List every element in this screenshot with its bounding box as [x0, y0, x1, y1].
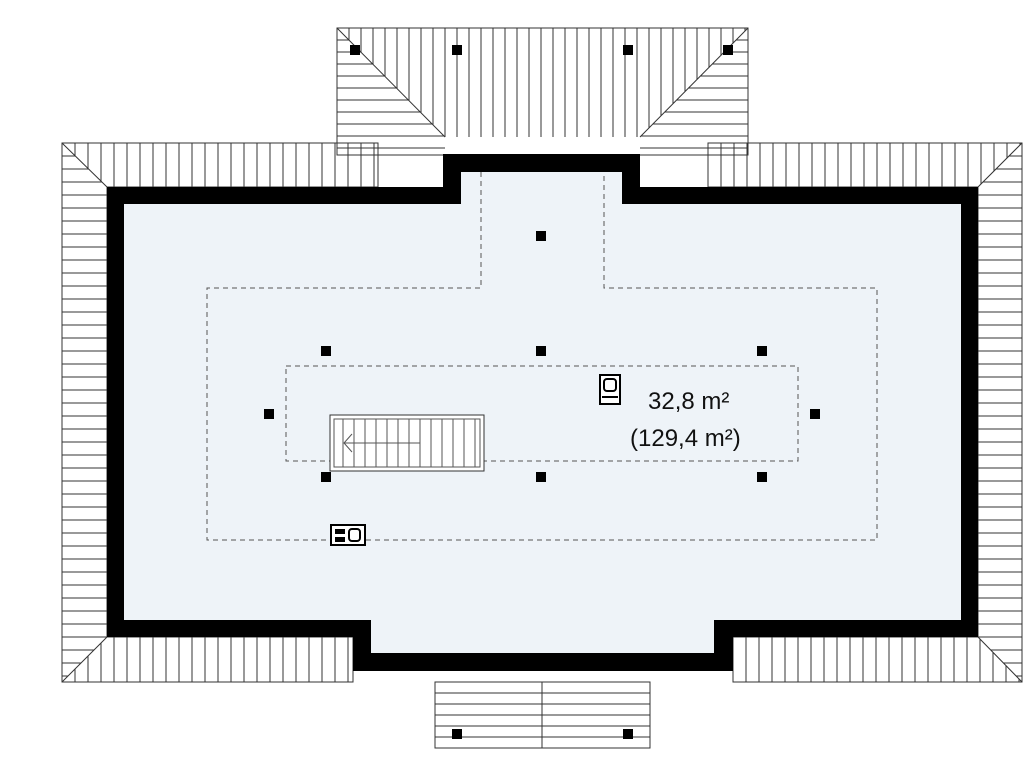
- eave-hatch: [733, 637, 1020, 682]
- column-marker: [350, 45, 360, 55]
- eave-hatch: [62, 143, 107, 677]
- column-marker: [810, 409, 820, 419]
- column-marker: [757, 346, 767, 356]
- column-marker: [536, 472, 546, 482]
- eave-hatch: [337, 28, 746, 137]
- eave-hatch: [978, 143, 1022, 677]
- column-marker: [536, 231, 546, 241]
- chimney-icon: [599, 374, 621, 405]
- total-area-label: (129,4 m²): [630, 425, 741, 452]
- column-markers: [264, 45, 820, 739]
- column-marker: [723, 45, 733, 55]
- column-marker: [452, 45, 462, 55]
- double-flue-chimney-icon: [330, 524, 366, 546]
- staircase: [329, 414, 485, 472]
- eave-hatch: [62, 637, 349, 682]
- column-marker: [623, 45, 633, 55]
- column-marker: [452, 729, 462, 739]
- column-marker: [321, 472, 331, 482]
- column-marker: [536, 346, 546, 356]
- column-marker: [623, 729, 633, 739]
- column-marker: [757, 472, 767, 482]
- attic-floor: [124, 172, 961, 653]
- column-marker: [264, 409, 274, 419]
- column-marker: [321, 346, 331, 356]
- eave-hatch: [708, 143, 1021, 187]
- headroom-lines: [206, 172, 878, 541]
- eave-hatch: [62, 143, 375, 187]
- usable-area-label: 32,8 m²: [648, 388, 729, 415]
